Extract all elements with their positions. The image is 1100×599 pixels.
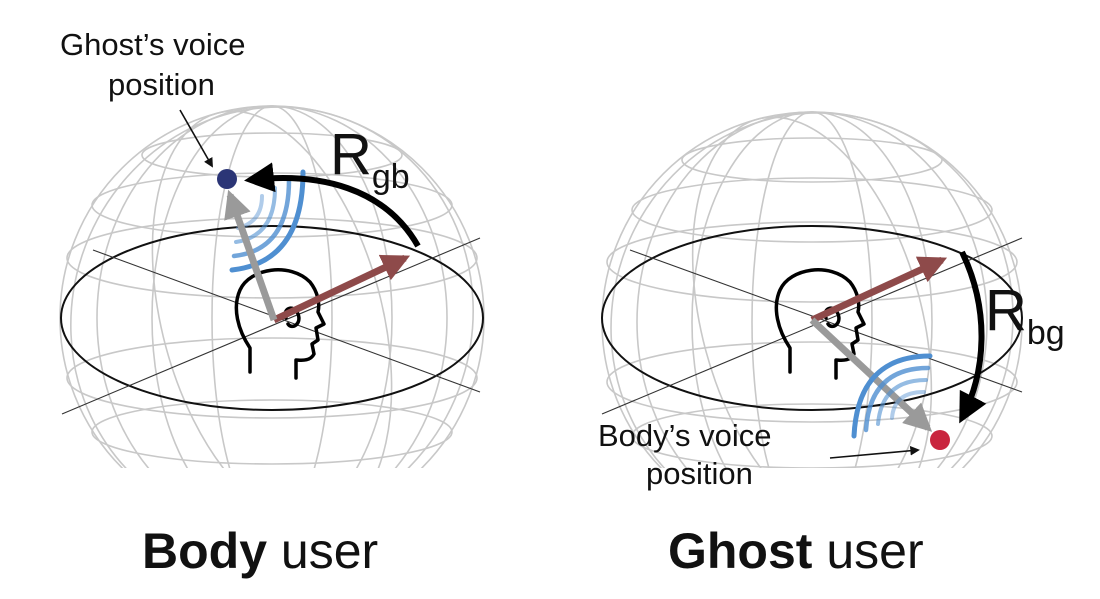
right-callout-line2: position [646,456,753,491]
right-sphere-grid [601,111,1023,468]
rotation-label-rgb: Rgb [330,122,410,196]
left-axis-2 [61,237,481,415]
left-rotation-arc [244,162,421,248]
right-horizon-ring [601,225,1023,411]
caption-ghost-user: Ghost user [668,523,924,579]
left-panel: Ghost’s voice position Rgb Body user [59,27,485,579]
sound-wave-icon [851,353,933,439]
right-axis-2 [601,237,1023,415]
right-rotation-arc [959,250,987,424]
body-voice-dot [930,430,950,450]
left-facing-arrow [272,254,411,324]
left-sphere-grid [59,105,485,468]
caption-body-user: Body user [142,523,378,579]
left-callout-pointer [179,109,213,168]
right-panel: Rbg Body’s voice position Ghost user [598,111,1065,579]
ghost-voice-dot [217,169,237,189]
right-voice-arrow [809,317,933,432]
rotation-label-rbg: Rbg [985,278,1065,352]
left-callout-line1: Ghost’s voice [60,27,246,62]
right-axis-1 [629,249,1023,393]
left-horizon-ring [60,225,484,411]
left-voice-arrow [224,189,278,322]
head-outline-icon [234,268,326,380]
right-callout-line1: Body’s voice [598,418,771,453]
right-facing-arrow [810,256,948,324]
left-axis-1 [92,249,481,393]
right-callout-pointer [829,445,920,459]
left-callout-line2: position [108,67,215,102]
